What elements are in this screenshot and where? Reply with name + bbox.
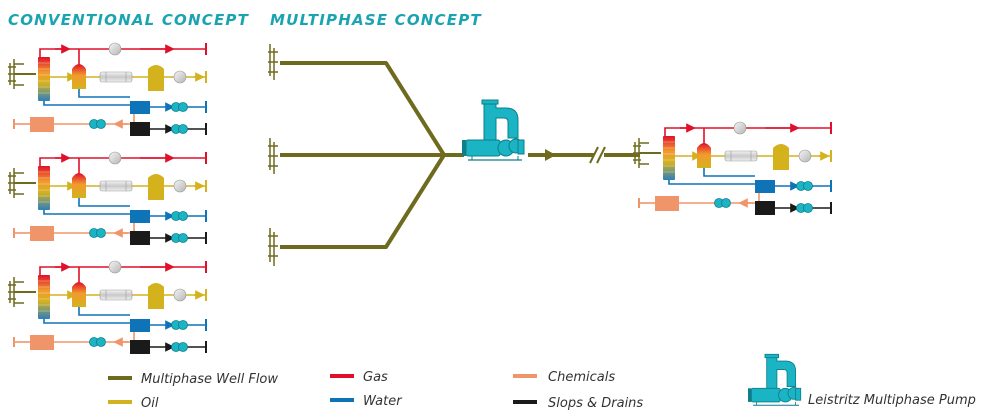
wellhead-icon xyxy=(268,44,278,80)
conventional-concept-title: CONVENTIONAL CONCEPT xyxy=(8,11,250,29)
legend-label-slops: Slops & Drains xyxy=(548,396,643,411)
legend-pump-icon xyxy=(747,353,802,406)
conventional-facility-3 xyxy=(8,261,206,354)
multiphase-wellheads xyxy=(268,44,278,266)
wellhead-icon xyxy=(268,138,278,174)
legend-label-pump: Leistritz Multiphase Pump xyxy=(808,393,976,408)
multiphase-well-flow-lines xyxy=(280,61,640,249)
legend-label-well-flow: Multiphase Well Flow xyxy=(141,372,278,387)
multiphase-pump-icon xyxy=(461,99,525,161)
pipe-break-icon xyxy=(589,146,606,164)
central-facility xyxy=(633,122,831,215)
legend-label-water: Water xyxy=(363,394,403,409)
conventional-facility-2 xyxy=(8,152,206,245)
legend-label-gas: Gas xyxy=(363,370,388,385)
multiphase-concept-title: MULTIPHASE CONCEPT xyxy=(270,11,482,29)
legend: Multiphase Well Flow Oil Gas Water Chemi… xyxy=(108,353,976,411)
legend-label-chemicals: Chemicals xyxy=(548,370,615,385)
conventional-facility-1 xyxy=(8,43,206,136)
flow-arrow-icon xyxy=(545,149,556,161)
wellhead-icon xyxy=(268,228,278,266)
legend-label-oil: Oil xyxy=(141,396,159,411)
